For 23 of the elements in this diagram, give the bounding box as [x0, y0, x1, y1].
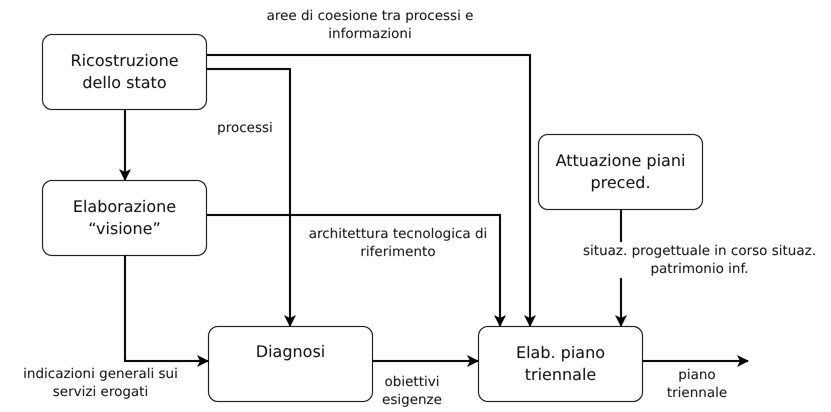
process-box	[538, 134, 703, 210]
edge-label: architettura tecnologica di riferimento	[308, 225, 488, 261]
edge-label: obiettivi esigenze	[381, 373, 443, 409]
edge-label: piano triennale	[666, 366, 728, 402]
arrow	[373, 355, 479, 367]
box-label: Diagnosi	[256, 341, 326, 363]
arrow	[124, 256, 209, 367]
edge-label: indicazioni generali sui servizi erogati	[22, 365, 179, 401]
process-box	[42, 180, 207, 256]
arrow	[207, 68, 296, 327]
edge-label: aree di coesione tra processi e informazioni	[266, 7, 474, 43]
box-label: Elab. piano triennale	[514, 342, 606, 386]
process-box	[208, 326, 373, 402]
box-label: Ricostruzione dello stato	[69, 50, 180, 94]
arrow	[643, 355, 749, 367]
arrow	[207, 54, 536, 327]
edge-label: processi	[216, 119, 274, 137]
process-box	[42, 34, 207, 110]
box-label: Elaborazione “visione”	[72, 196, 178, 240]
box-label: Attuazione piani preced.	[554, 150, 686, 194]
process-box	[478, 326, 643, 402]
arrow	[207, 214, 506, 327]
arrow	[119, 110, 131, 181]
